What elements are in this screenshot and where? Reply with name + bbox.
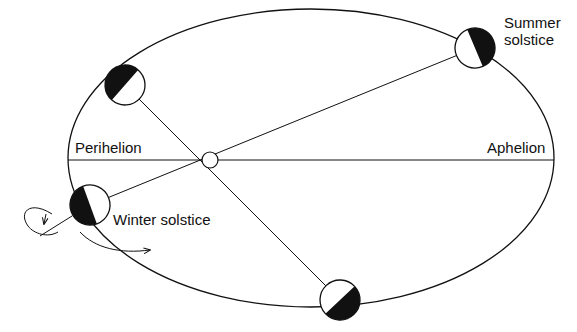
- solstice-line: [90, 48, 475, 205]
- equinox-line: [125, 85, 340, 300]
- earth-autumn: [312, 272, 369, 329]
- orbit-direction-arrow: [80, 232, 150, 251]
- orbit-label: Aphelion: [486, 139, 546, 156]
- rotation-loop: [24, 208, 58, 235]
- earth-summer: [449, 22, 501, 74]
- major-axis: [68, 160, 554, 161]
- earth-spring: [97, 57, 153, 113]
- sun: [202, 152, 218, 168]
- earth-winter: [64, 179, 115, 230]
- orbit-label: Summer solstice: [503, 14, 571, 48]
- orbit-label: Perihelion: [74, 139, 143, 156]
- rotation-arrow: [44, 214, 46, 224]
- orbit-label: Winter solstice: [112, 211, 212, 228]
- orbit-ellipse: [68, 9, 554, 307]
